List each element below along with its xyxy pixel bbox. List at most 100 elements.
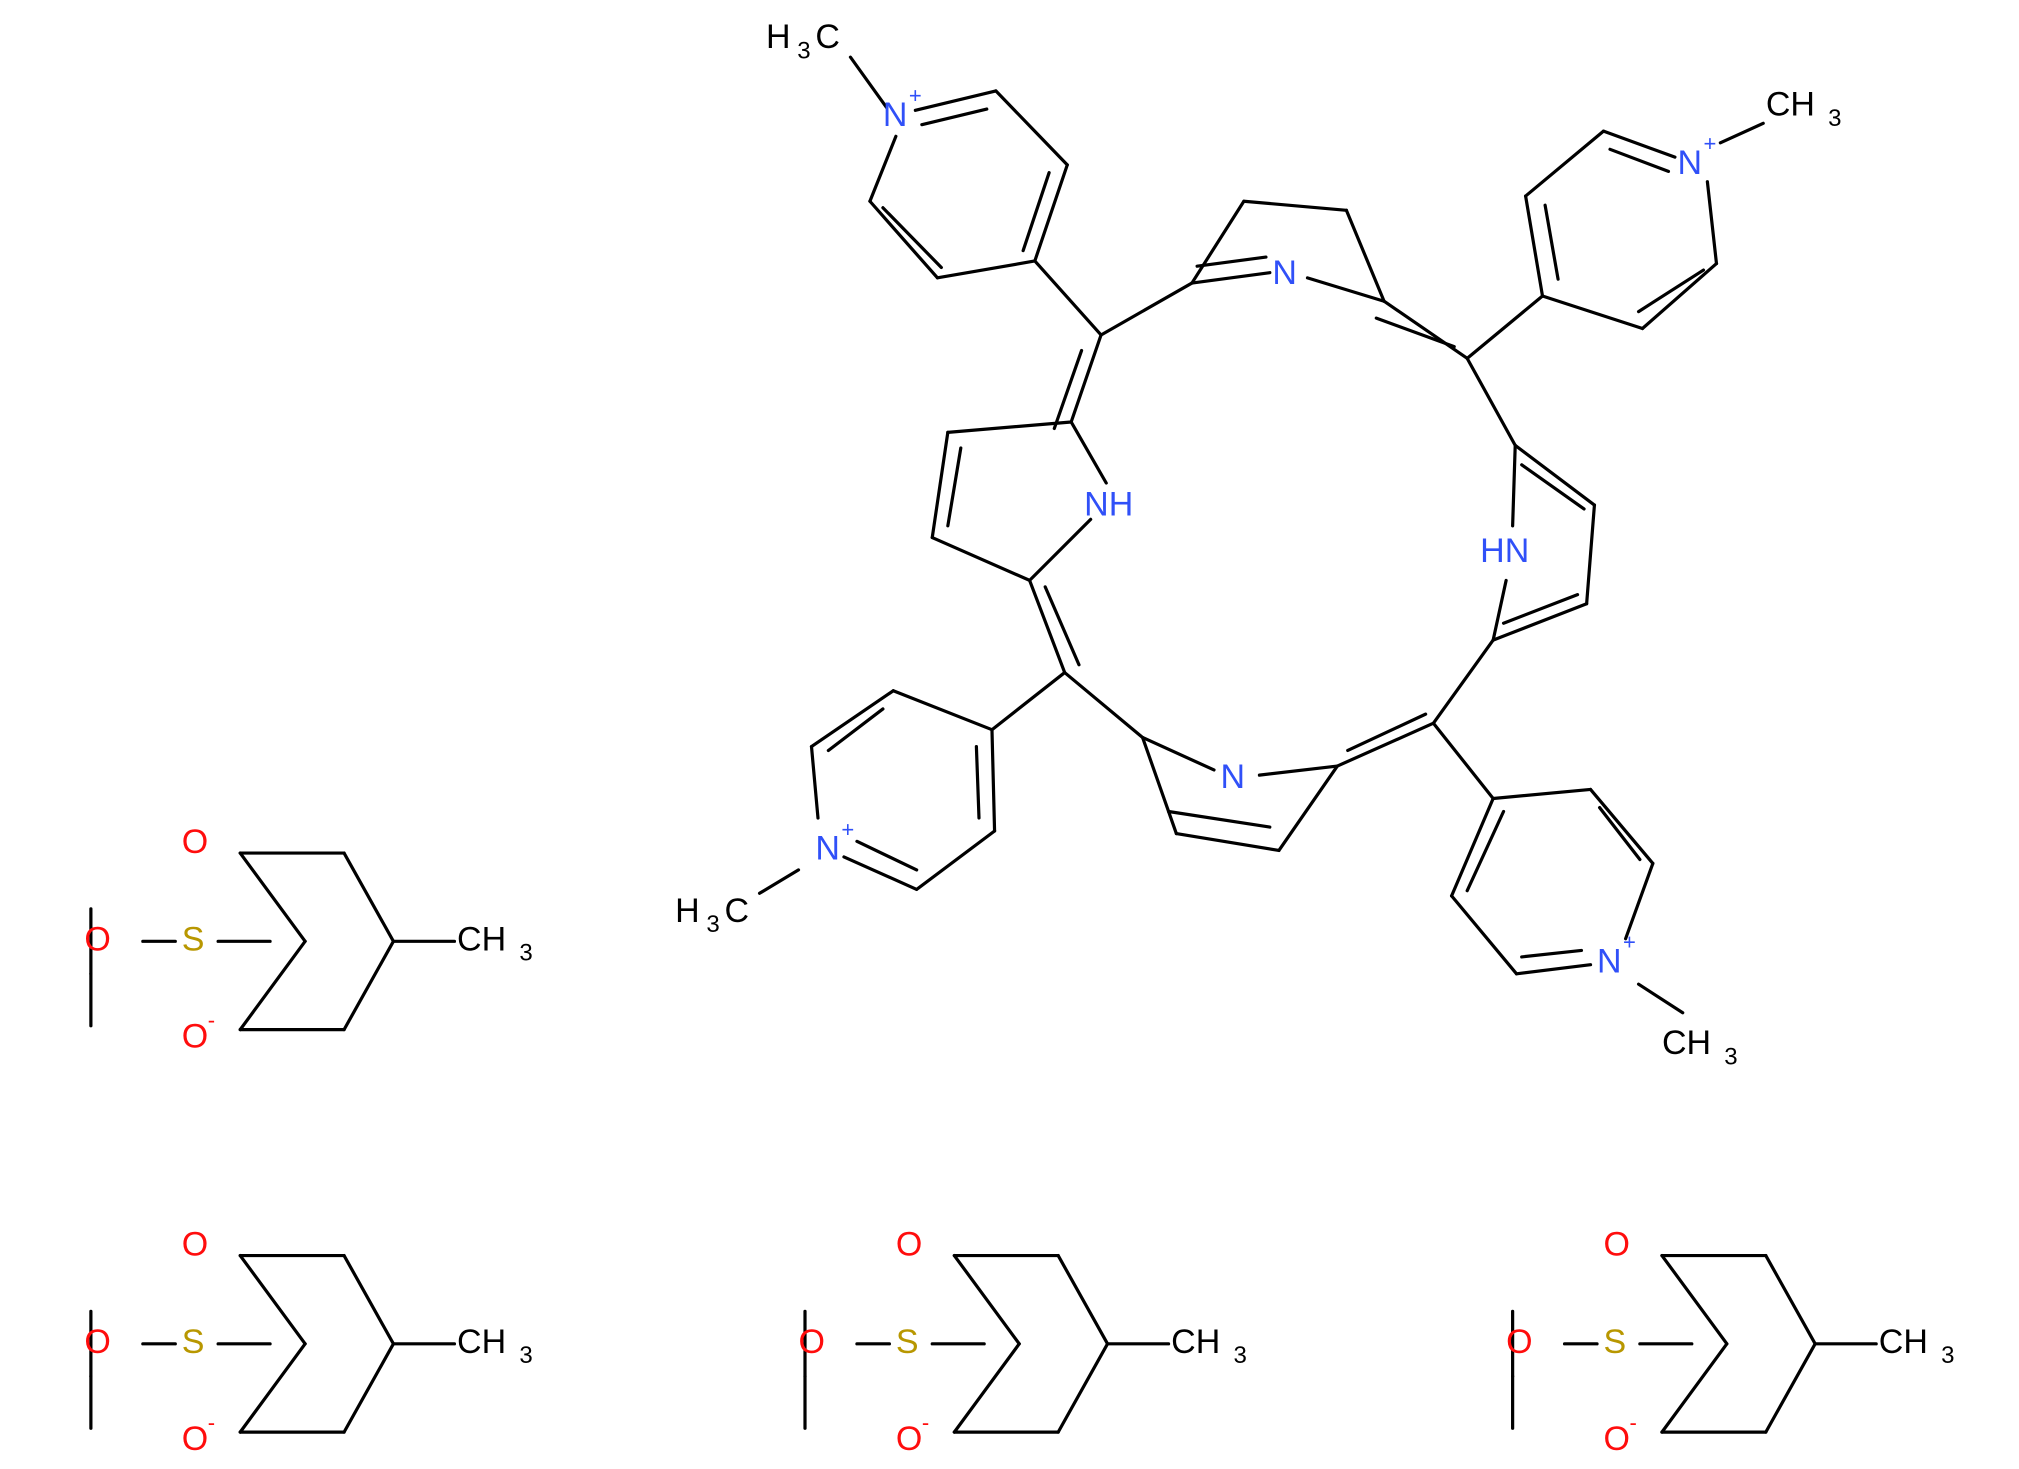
porphyrin-bond xyxy=(1028,578,1067,675)
porphyrin-bond xyxy=(1069,420,1108,485)
porphyrin-bond xyxy=(1585,503,1597,606)
methyl-hydrogen-label: H xyxy=(675,892,700,930)
methyl-label: CH xyxy=(1766,85,1815,123)
porphyrin-bond xyxy=(1344,208,1386,303)
porphyrin-bond xyxy=(1033,259,1103,337)
methyl-subscript-label: 3 xyxy=(797,37,810,64)
porphyrin-bond xyxy=(1374,316,1456,349)
porphyrin-bond xyxy=(1140,735,1216,772)
pyridinium-bond xyxy=(1021,171,1051,253)
pyridinium-bond xyxy=(1598,805,1642,862)
porphyrin-bond xyxy=(1513,443,1597,507)
porphyrin-bond xyxy=(930,535,1032,582)
oxygen-label: O xyxy=(896,1225,922,1263)
porphyrin-bond xyxy=(1190,271,1272,285)
pyridinium-bond xyxy=(974,744,981,820)
charge-plus-label: + xyxy=(841,817,854,842)
oxygen-label: O xyxy=(896,1420,922,1458)
pyridinium-bond xyxy=(1705,180,1719,266)
porphyrin-bond xyxy=(1491,602,1589,642)
sulfur-label: S xyxy=(182,1323,205,1361)
pyridinium-bond xyxy=(1465,809,1506,893)
tosylate-1-bond xyxy=(238,939,307,1032)
nitrogen-cation-label: N xyxy=(1597,942,1622,980)
pyridinium-bond xyxy=(881,206,943,270)
porphyrin-bond xyxy=(1195,255,1268,268)
methyl-subscript-label: 3 xyxy=(1724,1044,1737,1071)
porphyrin-bond xyxy=(1277,764,1339,853)
pyridinium-bond xyxy=(868,134,898,203)
pyridinium-bond xyxy=(1718,121,1765,145)
tosylate-4-bond xyxy=(1660,1253,1729,1346)
tosylate-1-bond xyxy=(238,851,307,943)
nh-label: HN xyxy=(1480,532,1529,570)
nitrogen-cation-label: N xyxy=(1678,144,1703,182)
methyl-hydrogen-label: H xyxy=(766,18,791,56)
pyridinium-bond xyxy=(915,829,997,891)
pyridinium-bond xyxy=(1450,894,1519,976)
pyridinium-bond xyxy=(1601,129,1677,159)
pyridinium-bond xyxy=(891,689,994,732)
tosylate-1-bond xyxy=(342,939,396,1032)
tosylate-4-bond xyxy=(1660,1342,1729,1434)
pyridinium-bond xyxy=(1524,194,1545,298)
tosylate-1-bond xyxy=(342,851,396,943)
methyl-subscript-label: 3 xyxy=(519,940,532,967)
porphyrin-bond xyxy=(1257,764,1339,777)
porphyrin-bond xyxy=(1028,517,1093,582)
pyridinium-bond xyxy=(994,89,1069,167)
porphyrin-bond xyxy=(1335,721,1436,768)
pyridinium-bond xyxy=(1623,861,1655,941)
porphyrin-bond xyxy=(1491,578,1508,642)
oxygen-label: O xyxy=(1604,1225,1630,1263)
pyridinium-bond xyxy=(1450,796,1495,898)
porphyrin-bond xyxy=(1346,712,1428,753)
pyridinium-bond xyxy=(1520,948,1584,959)
porphyrin-bond xyxy=(1190,199,1246,285)
porphyrin-bond xyxy=(1166,809,1272,829)
sulfur-label: S xyxy=(1604,1323,1627,1361)
porphyrin-bond xyxy=(946,420,1073,434)
oxygen-label: O xyxy=(182,1018,208,1056)
pyridinium-bond xyxy=(848,55,889,110)
oxygen-label: O xyxy=(182,1225,208,1263)
oxygen-label: O xyxy=(182,1420,208,1458)
tosylate-2-bond xyxy=(342,1342,396,1434)
porphyrin-bond xyxy=(1431,721,1495,801)
methyl-subscript-label: 3 xyxy=(706,911,719,938)
nh-label: NH xyxy=(1084,485,1133,523)
charge-minus-label: - xyxy=(1629,1410,1636,1435)
pyridinium-bond xyxy=(1636,982,1685,1015)
charge-plus-label: + xyxy=(1623,930,1636,955)
sulfur-label: S xyxy=(182,920,205,958)
porphyrin-bond xyxy=(946,446,963,528)
porphyrin-bond xyxy=(1174,831,1281,853)
oxygen-label: O xyxy=(1604,1420,1630,1458)
oxygen-label: O xyxy=(84,1323,110,1361)
pyridinium-bond xyxy=(809,689,895,749)
pyridinium-bond xyxy=(1033,163,1069,263)
oxygen-label: O xyxy=(84,920,110,958)
pyridinium-bond xyxy=(757,868,801,895)
charge-plus-label: + xyxy=(1703,131,1716,156)
pyridinium-bond xyxy=(1636,268,1706,314)
porphyrin-bond xyxy=(1043,585,1081,667)
porphyrin-bond xyxy=(1520,463,1586,511)
tosylate-3-bond xyxy=(952,1253,1021,1346)
methyl-subscript-label: 3 xyxy=(1941,1342,1954,1369)
pyridinium-bond xyxy=(826,707,885,753)
oxygen-label: O xyxy=(1506,1323,1532,1361)
pyridinium-bond xyxy=(1588,787,1655,866)
nitrogen-cation-label: N xyxy=(883,96,908,134)
pyridinium-bond xyxy=(935,259,1037,280)
pyridinium-bond xyxy=(1608,147,1671,173)
porphyrin-bond xyxy=(1242,199,1349,212)
pyridinium-bond xyxy=(1491,787,1593,801)
tosylate-3-bond xyxy=(1056,1342,1110,1434)
porphyrin-bond xyxy=(990,670,1067,732)
charge-minus-label: - xyxy=(208,1410,215,1435)
tosylate-2-bond xyxy=(238,1342,307,1434)
porphyrin-bond xyxy=(1382,299,1469,360)
